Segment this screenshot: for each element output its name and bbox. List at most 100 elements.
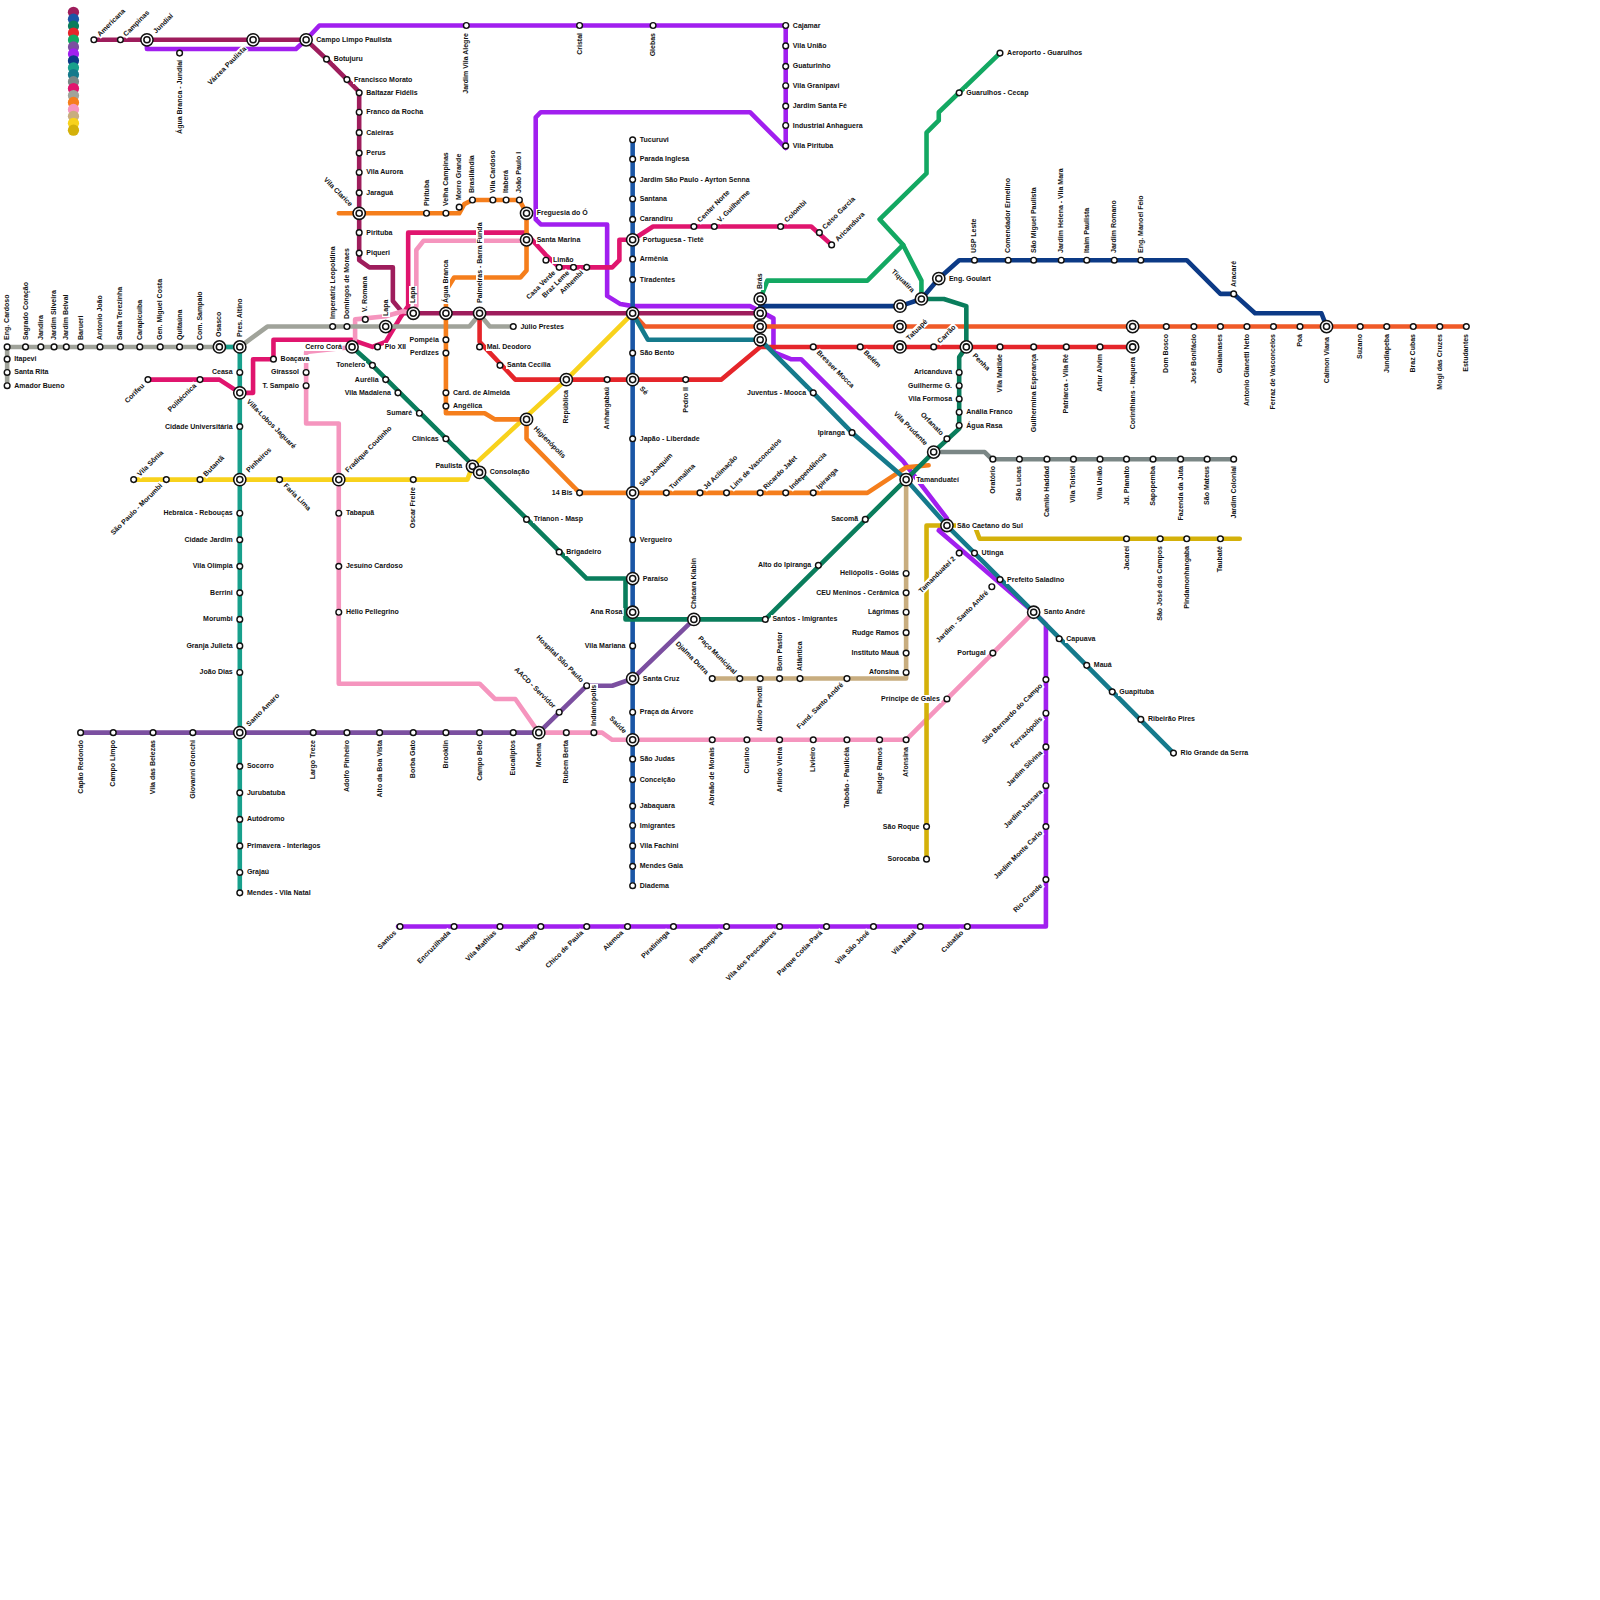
station-marker: [356, 150, 362, 156]
station-label: Itaim Paulista: [1083, 207, 1091, 254]
station-marker: [424, 210, 430, 216]
station-label: Vila Formosa: [907, 395, 953, 403]
station-marker: [997, 577, 1003, 583]
station-label: Jardim Silvina: [1004, 748, 1045, 789]
station-marker: [197, 477, 203, 483]
station-marker: [443, 436, 449, 442]
station-label: Arlindo Vieira: [776, 746, 784, 793]
station-marker: [78, 730, 84, 736]
station-label: Jardim São Paulo - Ayrton Senna: [639, 176, 751, 184]
station-label: Jundiaí: [151, 11, 175, 35]
station-marker: [451, 924, 457, 930]
interchange-marker: [1130, 344, 1136, 350]
station-marker: [604, 377, 610, 383]
station-label: Cubatão: [939, 928, 966, 955]
station-marker: [630, 643, 636, 649]
interchange-marker: [443, 310, 449, 316]
interchange-marker: [944, 522, 950, 528]
station-marker: [783, 123, 789, 129]
station-label: V. Romana: [361, 276, 369, 314]
station-marker: [857, 344, 863, 350]
station-label: Parque Cotia-Pará: [775, 928, 825, 978]
station-label: Praça da Árvore: [639, 708, 695, 716]
interchange-marker: [383, 323, 389, 329]
station-marker: [783, 143, 789, 149]
station-label: Glebas: [649, 32, 657, 57]
station-marker: [956, 550, 962, 556]
station-marker: [663, 490, 669, 496]
station-label: Vila Cardoso: [489, 149, 497, 194]
station-marker: [190, 730, 196, 736]
station-marker: [383, 377, 389, 383]
station-label: Jesuíno Cardoso: [345, 562, 404, 570]
station-marker: [918, 924, 924, 930]
station-marker: [577, 490, 583, 496]
station-label: João Paulo I: [515, 151, 523, 194]
interchange-marker: [691, 616, 697, 622]
station-label: Perus: [365, 149, 386, 157]
metro-line: [927, 526, 1240, 860]
station-marker: [964, 924, 970, 930]
station-marker: [691, 224, 697, 230]
station-marker: [356, 109, 362, 115]
station-marker: [683, 377, 689, 383]
station-label: Penha: [971, 351, 993, 373]
interchange-marker: [1130, 323, 1136, 329]
station-marker: [778, 224, 784, 230]
station-marker: [1031, 344, 1037, 350]
interchange-marker: [234, 387, 246, 399]
station-label: Morro Grande: [455, 153, 463, 201]
station-label: Água Branca: [442, 259, 450, 304]
station-label: Campo Limpo Paulista: [315, 36, 392, 44]
station-label: Jandira: [37, 314, 45, 341]
station-label: Vila Madalena: [344, 389, 392, 397]
station-marker: [1043, 877, 1049, 883]
interchange-marker: [247, 34, 259, 46]
interchange-marker: [473, 466, 485, 478]
station-label: Mauá: [1093, 661, 1113, 669]
station-marker: [783, 83, 789, 89]
station-label: Vila Sônia: [135, 448, 166, 479]
station-label: Vila Tolstói: [1069, 465, 1077, 504]
station-label: Sé: [637, 384, 650, 397]
station-label: Morumbi: [202, 615, 234, 623]
station-marker: [810, 390, 816, 396]
interchange-marker: [560, 373, 572, 385]
station-marker: [503, 197, 509, 203]
station-marker: [237, 890, 243, 896]
station-marker: [344, 730, 350, 736]
interchange-marker: [630, 737, 636, 743]
station-label: Várzea Paulista: [205, 44, 248, 87]
station-marker: [443, 210, 449, 216]
interchange-marker: [960, 341, 972, 353]
station-label: Vila Mathias: [463, 928, 499, 964]
station-label: Jurubatuba: [246, 789, 286, 797]
station-marker: [844, 676, 850, 682]
station-marker: [4, 370, 10, 376]
station-marker: [277, 477, 283, 483]
station-marker: [744, 737, 750, 743]
station-marker: [237, 537, 243, 543]
station-marker: [777, 676, 783, 682]
interchange-marker: [754, 293, 766, 305]
station-label: Amador Bueno: [13, 382, 65, 390]
metro-line: [148, 227, 832, 393]
interchange-marker: [757, 310, 763, 316]
interchange-marker: [627, 606, 639, 618]
station-marker: [762, 617, 768, 623]
station-marker: [630, 156, 636, 162]
station-label: Faria Lima: [281, 481, 313, 513]
interchange-marker: [757, 323, 763, 329]
station-marker: [443, 730, 449, 736]
station-label: Calmon Viana: [1323, 336, 1331, 384]
station-marker: [51, 344, 57, 350]
station-label: Saúde: [606, 714, 628, 736]
station-marker: [777, 924, 783, 930]
station-label: São Caetano do Sul: [956, 522, 1024, 530]
interchange-marker: [757, 296, 763, 302]
station-label: Pio XII: [384, 343, 407, 351]
station-marker: [237, 424, 243, 430]
station-marker: [1071, 456, 1077, 462]
interchange-marker: [477, 310, 483, 316]
station-label: Rubem Berta: [562, 739, 570, 785]
